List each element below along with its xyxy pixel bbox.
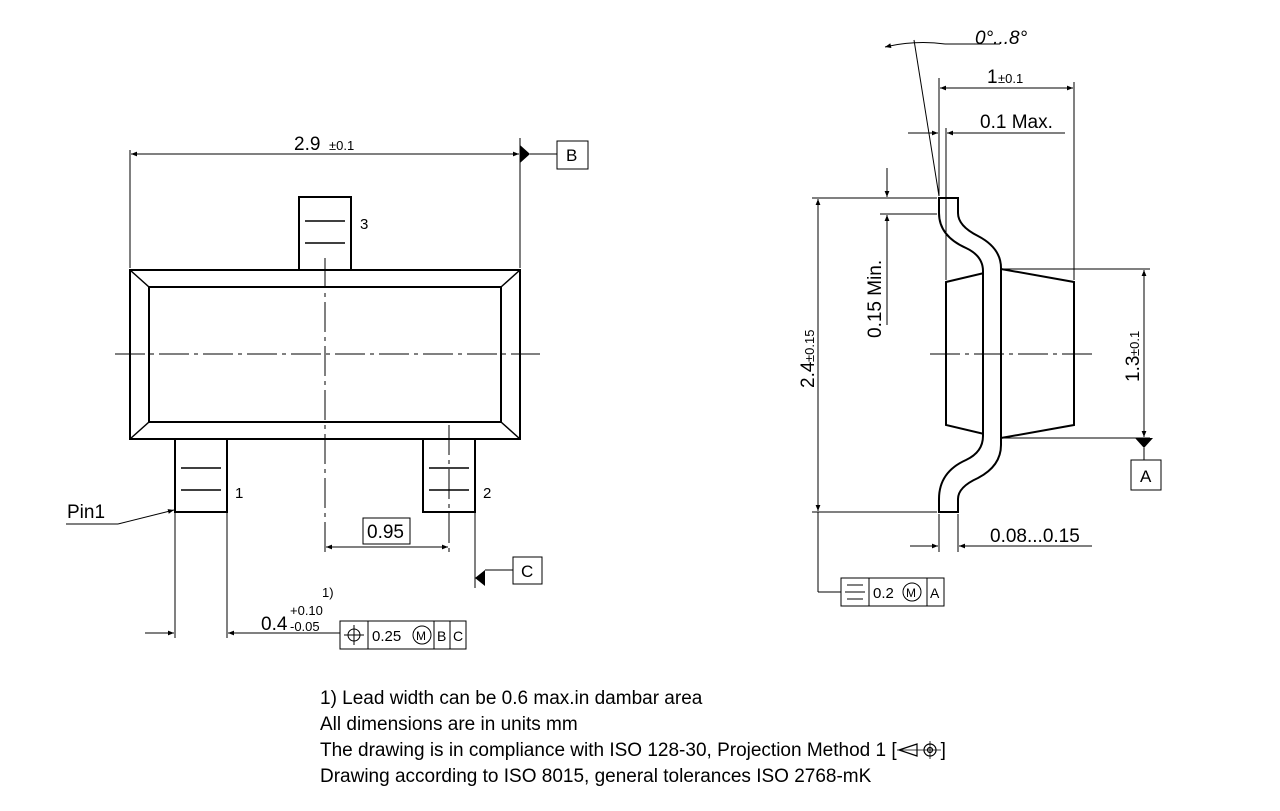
datum-a-label: A	[1140, 467, 1152, 486]
package-drawing: 2.9 ±0.1 B 3 1 2 Pin1 0.95 C 1) +0.10 0.…	[66, 28, 1162, 650]
datum-c-label: C	[521, 562, 533, 581]
lead-width-plus: +0.10	[290, 603, 323, 618]
side-fcf-tol: 0.2	[873, 585, 894, 602]
height-tol: ±0.15	[802, 330, 817, 362]
max-label: 0.1 Max.	[980, 112, 1053, 133]
datum-c-box	[512, 556, 543, 585]
side-fcf	[840, 577, 945, 607]
side-lead	[938, 197, 1002, 513]
pitch-box	[362, 517, 411, 545]
pin3-label: 3	[360, 216, 368, 233]
lead-width-minus: -0.05	[290, 619, 320, 634]
min-label: 0.15 Min.	[865, 260, 886, 338]
front-fcf	[339, 620, 467, 650]
note-projection-end: ]	[940, 740, 946, 761]
pin1-label: 1	[235, 485, 243, 502]
front-fcf-tol: 0.25	[372, 628, 401, 645]
front-view	[66, 138, 589, 650]
note-projection: The drawing is in compliance with ISO 12…	[320, 738, 946, 764]
side-mmc-symbol-icon	[902, 582, 922, 602]
symmetry-symbol-icon	[845, 584, 865, 600]
lead-note-ref: 1)	[322, 585, 334, 600]
thickness-label: 0.08...0.15	[990, 526, 1080, 547]
side-fcf-mod: M	[906, 586, 916, 600]
side-width-tol: ±0.1	[998, 71, 1023, 86]
angle-label: 0°...8°	[975, 28, 1028, 49]
pin2-label: 2	[483, 485, 491, 502]
width-dim-tol: ±0.1	[329, 138, 354, 153]
lead-1	[174, 438, 228, 513]
mmc-symbol-icon	[412, 625, 432, 645]
datum-a-box	[1130, 459, 1162, 491]
pitch-value: 0.95	[367, 522, 404, 543]
projection-method-icon	[896, 741, 941, 759]
lead-width-base: 0.4	[261, 614, 288, 635]
side-fcf-datum: A	[930, 585, 940, 601]
drawing-notes: 1) Lead width can be 0.6 max.in dambar a…	[320, 686, 946, 790]
note-projection-text: The drawing is in compliance with ISO 12…	[320, 740, 897, 761]
height-value: 2.4	[798, 361, 819, 388]
note-units: All dimensions are in units mm	[320, 714, 578, 735]
front-fcf-datum-b: B	[437, 628, 446, 644]
body-value: 1.3	[1123, 356, 1144, 382]
note-tolerances: Drawing according to ISO 8015, general t…	[320, 766, 872, 787]
datum-b-box	[556, 140, 589, 170]
side-view	[812, 39, 1162, 607]
front-fcf-datum-c: C	[453, 628, 463, 644]
datum-b-label: B	[566, 146, 577, 165]
front-fcf-mod: M	[416, 629, 426, 643]
note-lead-width: 1) Lead width can be 0.6 max.in dambar a…	[320, 688, 703, 709]
pin1-callout: Pin1	[67, 502, 105, 523]
body-tol: ±0.1	[1127, 331, 1142, 356]
width-dim-value: 2.9	[294, 134, 320, 155]
side-width-value: 1	[987, 67, 998, 88]
